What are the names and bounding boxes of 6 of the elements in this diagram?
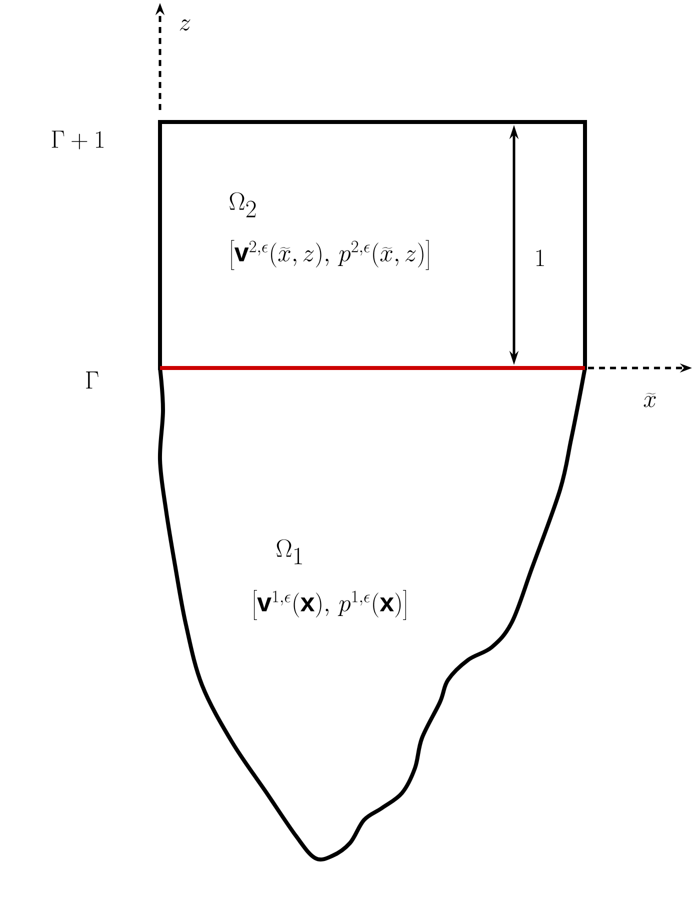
axis-label: $z$: [180, 19, 190, 31]
axis-label: $\widetilde{x}$: [644, 393, 656, 408]
axis-label: $\Gamma+1$: [52, 130, 104, 150]
axis-label: $\Gamma$: [86, 372, 98, 388]
region: $\Omega_1$ $\left[\mathbf{v}^{1,\epsilon}(\mathbf{x}),\, p^{1,\epsilon}(\mathbf{x})\right]$: [158, 368, 587, 860]
axis-label: $1$: [536, 250, 544, 266]
